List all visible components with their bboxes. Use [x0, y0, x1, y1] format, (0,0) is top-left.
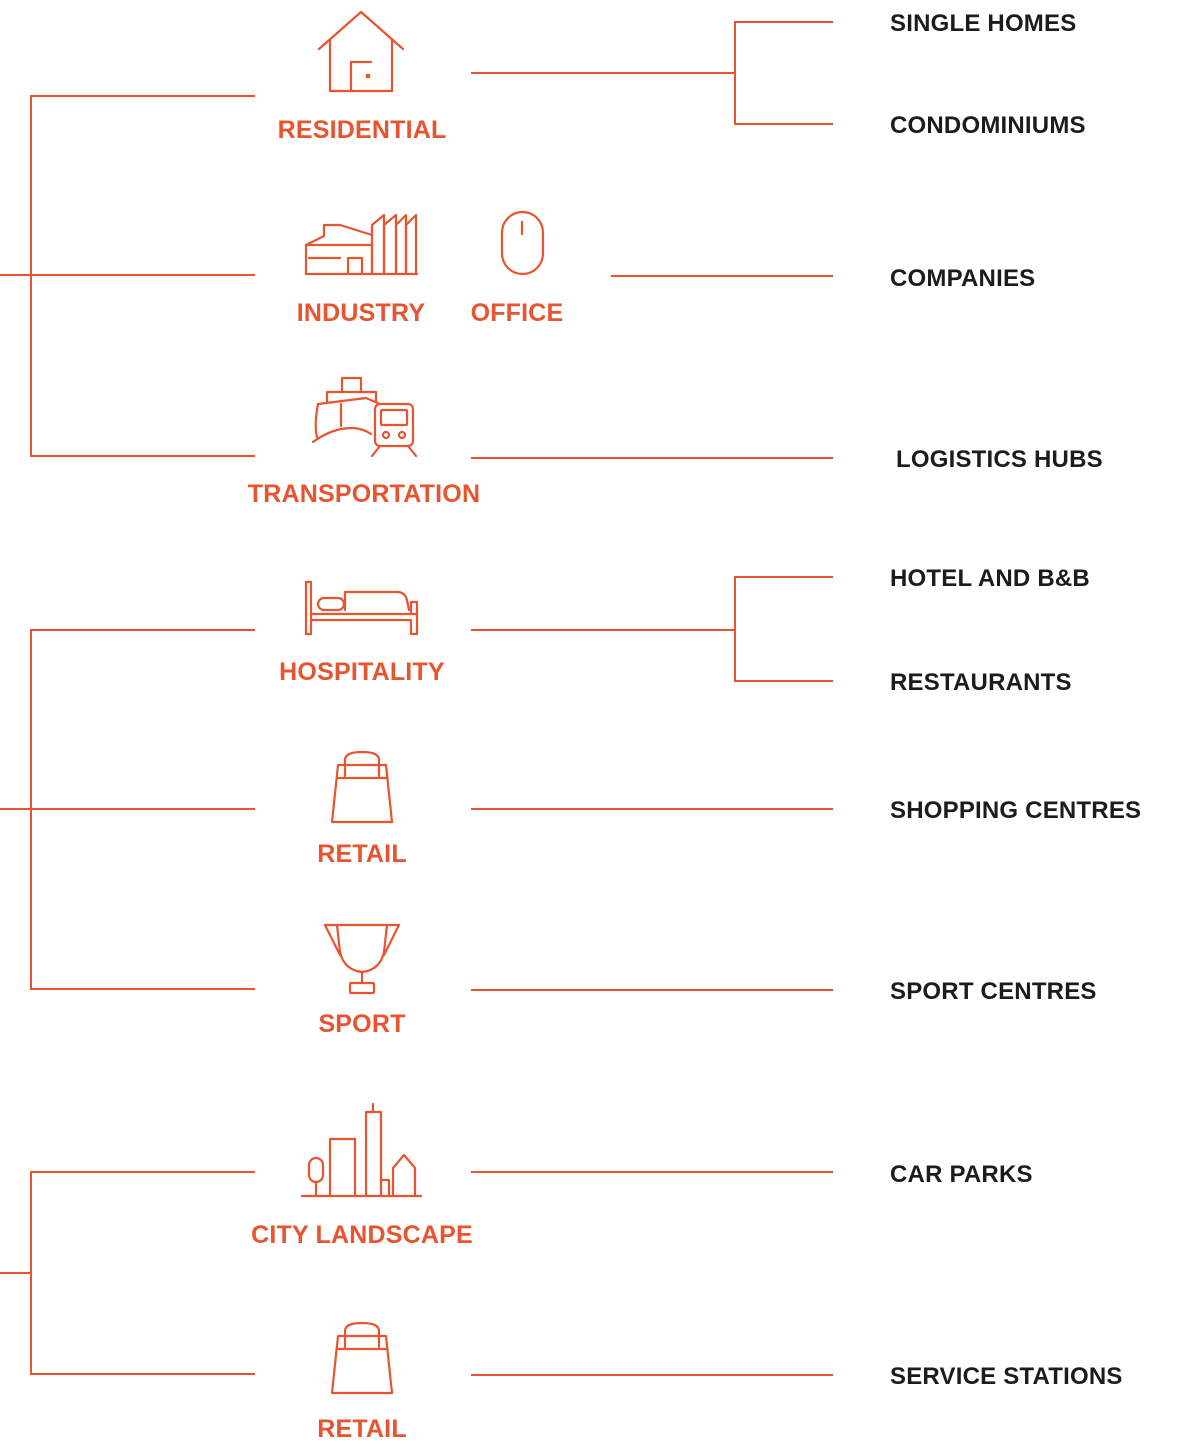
shopping-bag-icon — [330, 750, 394, 824]
output-label-shopping-centres: SHOPPING CENTRES — [890, 797, 1141, 824]
factory-icon — [304, 213, 419, 276]
trophy-icon — [323, 923, 401, 995]
output-label-single-homes: SINGLE HOMES — [890, 10, 1076, 37]
output-label-condominiums: CONDOMINIUMS — [890, 112, 1086, 139]
category-label-transportation: TRANSPORTATION — [248, 480, 480, 508]
category-label-industry: INDUSTRY — [297, 299, 426, 327]
output-label-companies: COMPANIES — [890, 265, 1035, 292]
category-label-hospitality: HOSPITALITY — [279, 658, 445, 686]
shopping-bag-icon — [330, 1321, 394, 1395]
category-label-residential: RESIDENTIAL — [278, 116, 447, 144]
left-bracket-group-3 — [0, 1171, 255, 1375]
category-label-office: OFFICE — [471, 299, 564, 327]
right-fork — [734, 576, 833, 682]
bed-icon — [304, 580, 419, 636]
house-icon — [317, 10, 405, 93]
city-skyline-icon — [300, 1102, 423, 1198]
left-bracket-3 — [30, 1171, 255, 1375]
ship-train-icon — [311, 376, 418, 458]
output-label-restaurants: RESTAURANTS — [890, 669, 1072, 696]
category-label-retail-2: RETAIL — [317, 1415, 407, 1443]
right-fork — [734, 21, 833, 125]
output-label-hotel-bb: HOTEL AND B&B — [890, 565, 1090, 592]
category-label-sport: SPORT — [318, 1010, 405, 1038]
right-connector-residential — [471, 21, 833, 125]
output-label-car-parks: CAR PARKS — [890, 1161, 1033, 1188]
left-bracket-group-1 — [0, 95, 255, 457]
output-label-logistics-hubs: LOGISTICS HUBS — [896, 446, 1103, 473]
mouse-icon — [500, 210, 545, 276]
right-connector-hospitality — [471, 576, 833, 682]
category-label-city-landscape: CITY LANDSCAPE — [251, 1221, 473, 1249]
output-label-sport-centres: SPORT CENTRES — [890, 978, 1097, 1005]
category-label-retail: RETAIL — [317, 840, 407, 868]
output-label-service-stations: SERVICE STATIONS — [890, 1363, 1123, 1390]
left-bracket-group-2 — [0, 629, 255, 990]
